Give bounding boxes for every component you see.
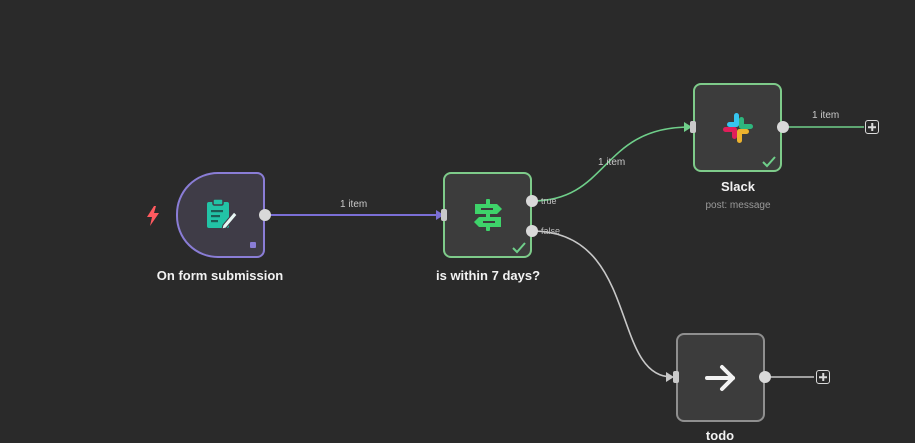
arrow-right-icon [704,364,735,391]
edge-label-filter-to-slack: 1 item [598,157,626,168]
slack-logo-icon [722,112,753,143]
checkmark-icon [762,156,776,168]
form-edit-icon [206,198,238,230]
slack-output-handle[interactable] [777,121,789,133]
edge-filter-false-to-todo[interactable] [531,230,673,378]
port-label-true: true [541,196,557,206]
edge-filter-true-to-slack[interactable] [531,126,691,202]
todo-input-handle[interactable] [673,371,679,383]
lightning-bolt-icon [147,206,159,226]
add-node-after-slack-button[interactable] [865,120,879,134]
add-node-after-todo-button[interactable] [816,370,830,384]
form-output-handle[interactable] [259,209,271,221]
edge-arrow-form-to-filter [436,210,444,220]
filter-false-handle[interactable] [526,225,538,237]
node-todo-title: todo [705,428,735,443]
node-slack-title: Slack [721,179,755,194]
trigger-indicator [250,242,256,248]
filter-input-handle[interactable] [441,209,447,221]
edge-arrow-filter-to-slack [684,122,692,132]
node-filter-title: is within 7 days? [435,268,541,283]
port-label-false: false [541,226,561,236]
node-todo[interactable] [676,333,765,422]
slack-input-handle[interactable] [690,121,696,133]
node-form-title: On form submission [156,268,284,283]
checkmark-icon [512,242,526,254]
node-slack[interactable] [693,83,782,172]
node-form-trigger[interactable] [176,172,265,258]
node-slack-subtitle: post: message [705,200,771,211]
signpost-icon [473,199,502,231]
edge-label-form-to-filter: 1 item [340,199,368,210]
edge-label-slack-out: 1 item [812,110,840,121]
edge-arrow-filter-to-todo [666,372,674,382]
node-filter[interactable] [443,172,532,258]
filter-true-handle[interactable] [526,195,538,207]
todo-output-handle[interactable] [759,371,771,383]
